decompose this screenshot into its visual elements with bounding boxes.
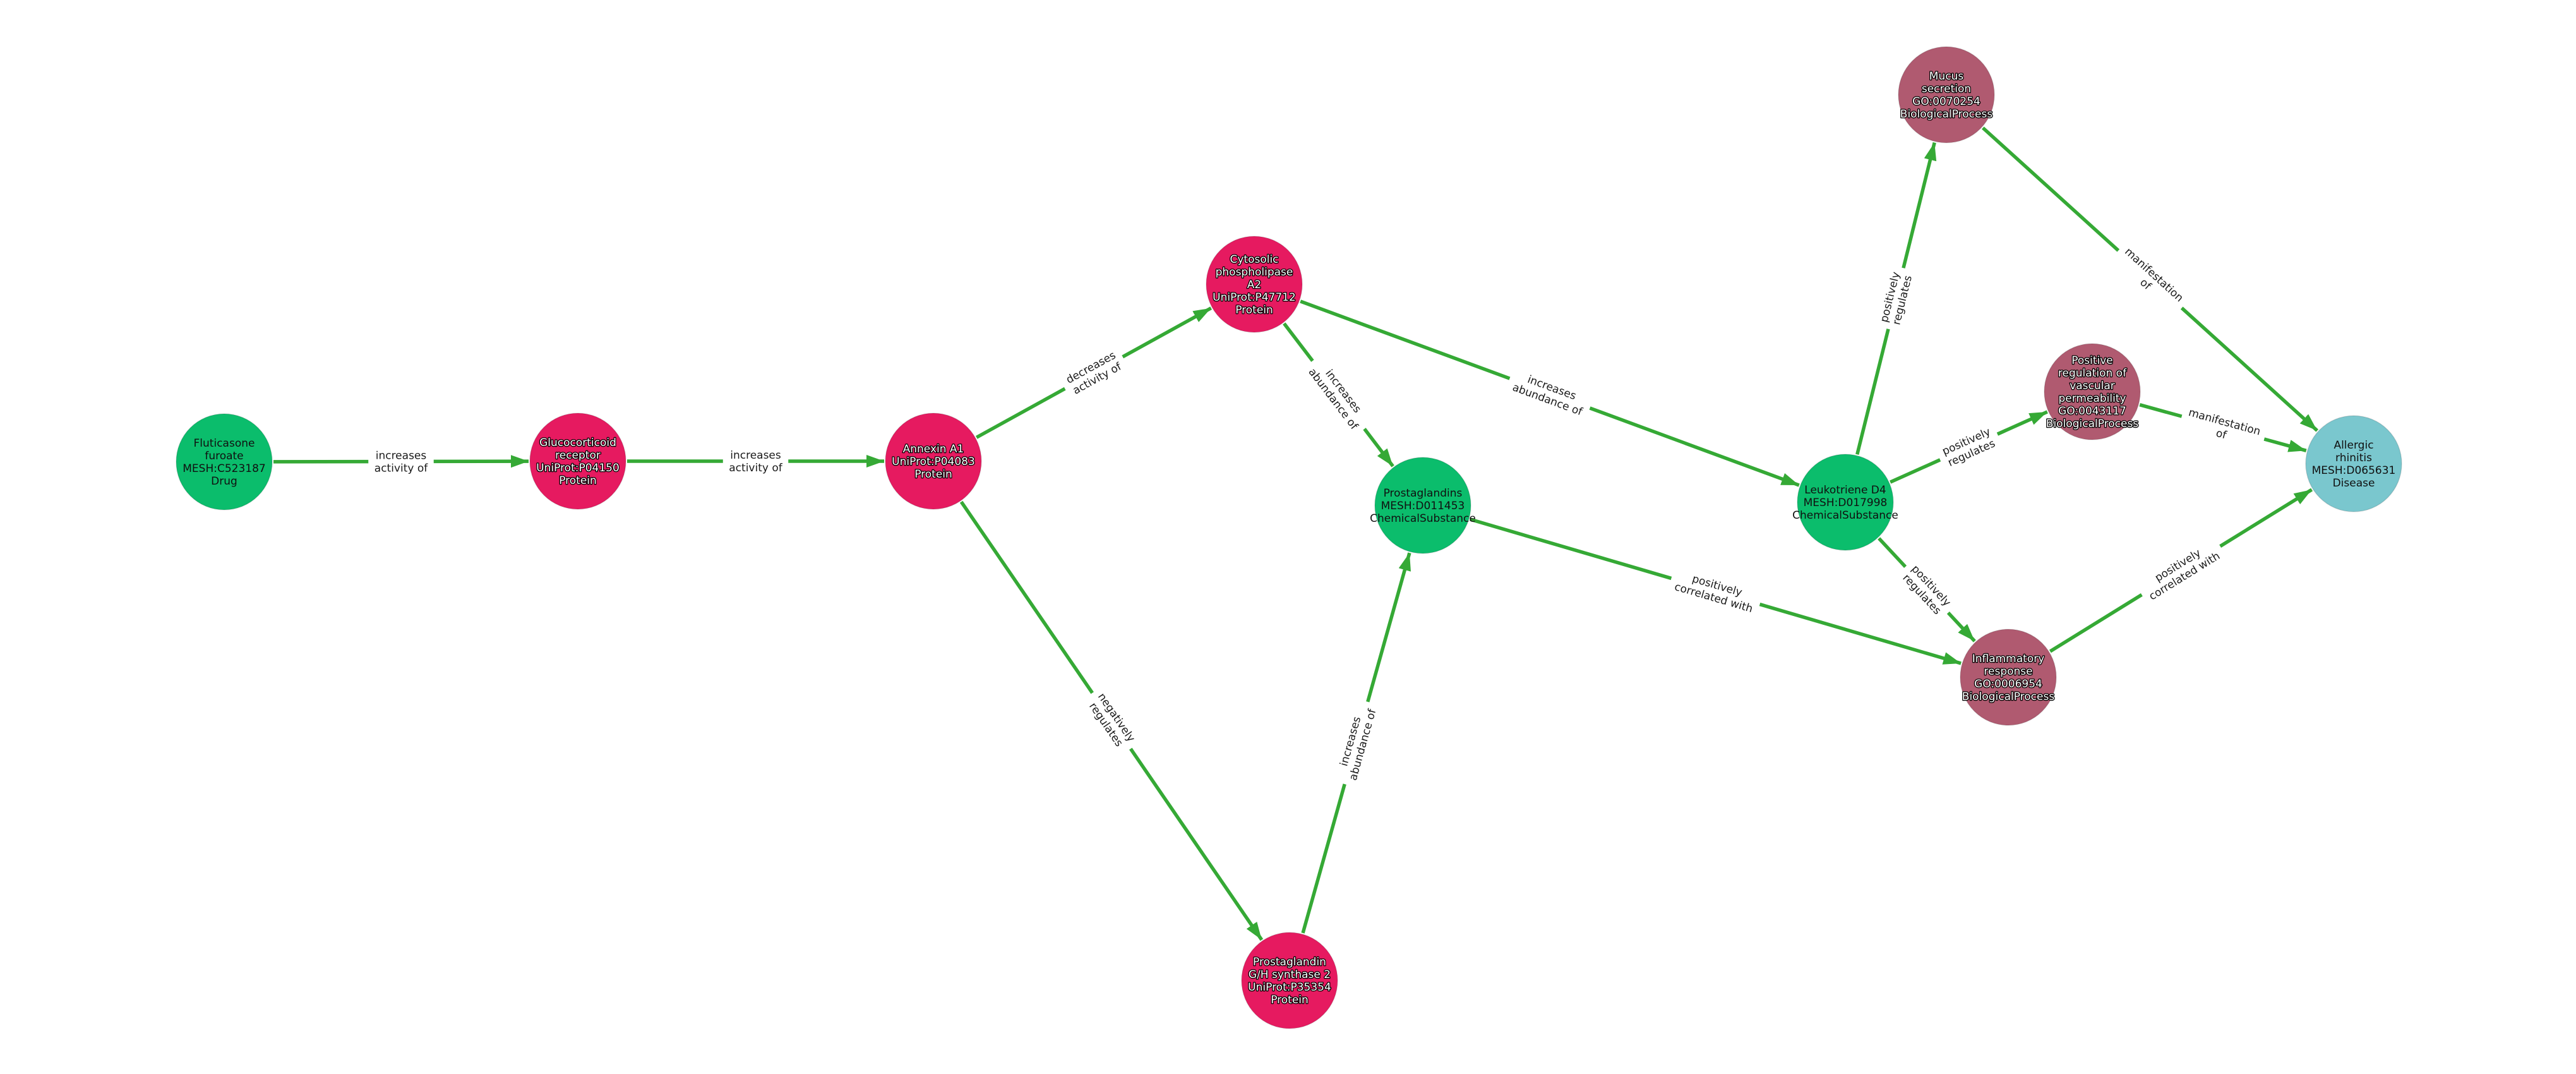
node-circle[interactable] [885,413,982,510]
edge-label: decreasesactivity of [1064,349,1124,397]
edge-cytosolic-phospholipase-a2-to-leukotriene-d4 [1300,299,1800,487]
edge-line [1855,329,1890,455]
edge-line [1878,537,1907,568]
edge-label: manifestationof [2184,406,2262,450]
edge-label: manifestationof [2114,246,2186,314]
edge-leukotriene-d4-to-mucus-secretion [1855,142,1937,455]
edges-layer [273,126,2319,941]
edge-line [975,387,1066,439]
edge-line [2219,488,2313,548]
node-circle[interactable] [1206,236,1303,333]
edge-line [1902,142,1937,268]
edge-leukotriene-d4-to-positive-regulation-of-vascular-permeability [1890,410,2048,484]
edge-fluticasone-furoate-to-glucocorticoid-receptor [273,455,529,468]
edge-label: negativelyregulates [1084,691,1137,752]
edge-line [2180,306,2319,432]
edge-line [1589,406,1800,487]
node-circle[interactable] [1241,932,1338,1029]
edge-positive-regulation-of-vascular-permeability-to-allergic-rhinitis [2139,403,2307,452]
edge-label: increasesabundance of [1306,358,1371,433]
node-circle[interactable] [529,413,626,510]
edge-line [1981,126,2120,252]
edge-line [2049,593,2143,653]
edge-line [1759,602,1962,665]
edge-label: increasesabundance of [1511,370,1589,419]
edge-mucus-secretion-to-allergic-rhinitis [1981,126,2319,432]
edge-leukotriene-d4-to-inflammatory-response [1878,537,1976,643]
edge-cytosolic-phospholipase-a2-to-prostaglandins [1283,322,1394,468]
edge-line [1122,306,1213,359]
edge-line [1283,322,1314,362]
edge-label: positivelyregulates [1941,426,1998,470]
node-circle[interactable] [1374,457,1471,554]
edge-inflammatory-response-to-allergic-rhinitis [2049,488,2313,653]
node-circle[interactable] [1898,46,1995,143]
edge-line [1300,299,1511,380]
node-circle[interactable] [1960,629,2057,726]
edge-line [1946,612,1976,643]
edge-line [1470,517,1672,581]
edge-prostaglandin-gh-synthase-2-to-prostaglandins [1301,552,1411,934]
edge-label: positivelyregulates [1900,563,1953,618]
node-circle[interactable] [1797,454,1894,551]
edge-line [1996,410,2048,436]
edge-label: increasesabundance of [1334,704,1379,782]
node-circle[interactable] [2044,343,2141,440]
node-circle[interactable] [2305,415,2402,512]
edge-label: positivelycorrelated with [2140,539,2222,603]
edge-line [1366,552,1411,703]
edge-line [959,500,1094,694]
edge-label: positivelyregulates [1878,270,1915,327]
edge-line [2263,437,2307,452]
edge-prostaglandins-to-inflammatory-response [1470,517,1962,665]
edge-line [1301,783,1346,934]
edge-label: positivelycorrelated with [1673,569,1758,615]
edge-line [1363,428,1394,468]
edge-annexin-a1-to-prostaglandin-gh-synthase-2 [959,500,1264,941]
node-circle[interactable] [176,413,273,510]
edge-line [1129,747,1264,941]
edge-line [2139,403,2183,418]
edge-line [1890,458,1941,484]
edge-annexin-a1-to-cytosolic-phospholipase-a2 [975,306,1213,439]
